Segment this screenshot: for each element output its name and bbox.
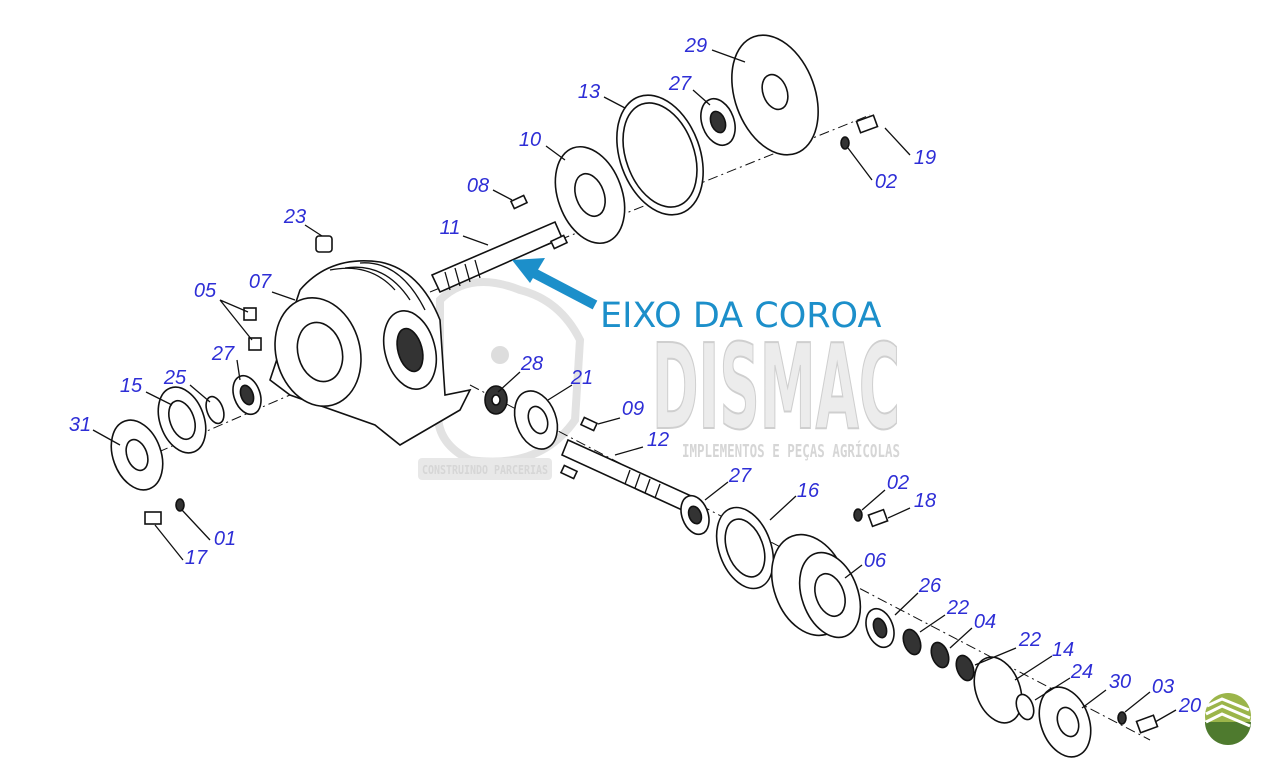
plug-23 [315,235,333,253]
watermark-tagline: IMPLEMENTOS E PEÇAS AGRÍCOLAS [682,440,900,462]
label-23: 23 [283,206,306,228]
key-09 [559,416,599,480]
label-07: 07 [249,271,272,293]
dismac-logo-icon [1205,693,1251,745]
watermark-slogan: CONSTRUINDO PARCERIAS [422,463,548,477]
label-16: 16 [797,480,820,502]
label-31: 31 [69,414,91,436]
label-08: 08 [467,175,489,197]
bearing-27-left [232,374,262,416]
crown-gear-10 [554,145,626,245]
bolt-19-washer-02 [840,114,879,150]
leader-lines [92,49,1177,723]
label-19: 19 [914,147,936,169]
label-11: 11 [440,217,461,239]
gasket-14 [973,656,1023,724]
bolt-17-washer-01 [144,498,185,525]
rings-22-04-22 [902,628,975,682]
label-18: 18 [914,490,936,512]
label-28: 28 [520,353,543,375]
label-22: 22 [1018,629,1041,651]
plugs-05 [243,307,262,351]
label-04: 04 [974,611,996,633]
bearing-26 [865,607,895,649]
bolt-20-washer-03 [1117,711,1159,734]
seal-28 [484,385,508,415]
label-25: 25 [163,367,187,389]
label-13: 13 [578,81,600,103]
dismac-watermark: DISMAC CONSTRUINDO PARCERIAS IMPLEMENTOS… [418,278,901,480]
gearbox-housing [269,260,472,446]
label-20: 20 [1178,695,1201,717]
watermark-brand: DISMAC [652,318,900,456]
label-24: 24 [1070,661,1093,683]
label-14: 14 [1052,639,1074,661]
part-labels: 29 13 27 10 08 19 02 23 11 05 07 27 28 2… [69,35,1201,717]
seal-24 [1015,693,1035,721]
bearing-27-bottom [680,494,710,536]
label-30: 30 [1109,671,1131,693]
bearing-27-top [700,97,736,147]
label-01: 01 [214,528,236,550]
label-27: 27 [728,465,752,487]
pinion-21 [513,390,559,450]
callout-label: EIXO DA COROA [600,296,881,336]
gasket-15 [157,386,207,454]
label-26: 26 [918,575,942,597]
label-29: 29 [684,35,707,57]
label-03: 03 [1152,676,1174,698]
label-05: 05 [194,280,217,302]
label-10: 10 [519,129,541,151]
label-15: 15 [120,375,143,397]
bolt-18-washer-02 [853,508,889,528]
label-02: 02 [875,171,897,193]
cover-31 [110,419,164,491]
label-17: 17 [185,547,208,569]
watermark-slogan-box [418,458,552,480]
bearing-housing-06 [770,533,862,639]
label-21: 21 [570,367,593,389]
keys-08 [509,194,569,250]
label-22: 22 [946,597,969,619]
callout-arrow [512,258,598,310]
label-27: 27 [668,73,692,95]
cover-29 [731,34,819,156]
seal-25 [205,395,225,425]
cover-30 [1038,686,1092,758]
label-06: 06 [864,550,887,572]
label-27: 27 [211,343,235,365]
label-09: 09 [622,398,644,420]
label-02: 02 [887,472,909,494]
gasket-16 [715,506,775,590]
gasket-13 [616,94,704,216]
label-12: 12 [647,429,669,451]
